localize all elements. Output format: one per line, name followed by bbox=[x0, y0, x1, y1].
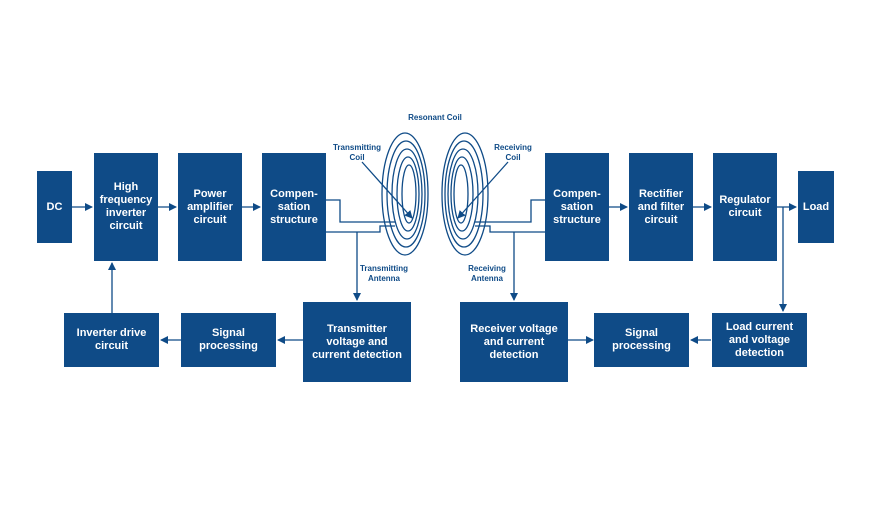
tx-detection-block: Transmitter voltage and current detectio… bbox=[303, 302, 411, 382]
tx-signal-processing-block: Signal processing bbox=[181, 313, 276, 367]
transmitting-coil-label: Transmitting Coil bbox=[332, 143, 381, 162]
tx-compensation-block: Compen- sation structure bbox=[262, 153, 326, 261]
resonant-coil-label: Resonant Coil bbox=[408, 113, 462, 122]
receiving-coil-label: Receiving Coil bbox=[494, 143, 532, 162]
rectifier-filter-block: Rectifier and filter circuit bbox=[629, 153, 693, 261]
transmitting-coil-icon bbox=[381, 132, 429, 256]
rx-compensation-block: Compen- sation structure bbox=[545, 153, 609, 261]
rx-wire-lower bbox=[475, 225, 545, 233]
load-detection-block: Load current and voltage detection bbox=[712, 313, 807, 367]
load-block: Load bbox=[798, 171, 834, 243]
hf-inverter-block: High frequency inverter circuit bbox=[94, 153, 158, 261]
transmitting-antenna-label: Transmitting Antenna bbox=[359, 264, 408, 283]
tx-wire-lower bbox=[326, 225, 395, 233]
inverter-drive-block: Inverter drive circuit bbox=[64, 313, 159, 367]
receiving-coil-icon bbox=[441, 132, 489, 256]
rx-signal-processing-block: Signal processing bbox=[594, 313, 689, 367]
tx-wire-upper bbox=[326, 199, 395, 223]
dc-source-block: DC bbox=[37, 171, 72, 243]
power-amplifier-block: Power amplifier circuit bbox=[178, 153, 242, 261]
rx-detection-block: Receiver voltage and current detection bbox=[460, 302, 568, 382]
regulator-block: Regulator circuit bbox=[713, 153, 777, 261]
rx-wire-upper bbox=[475, 199, 545, 223]
receiving-antenna-label: Receiving Antenna bbox=[468, 264, 506, 283]
